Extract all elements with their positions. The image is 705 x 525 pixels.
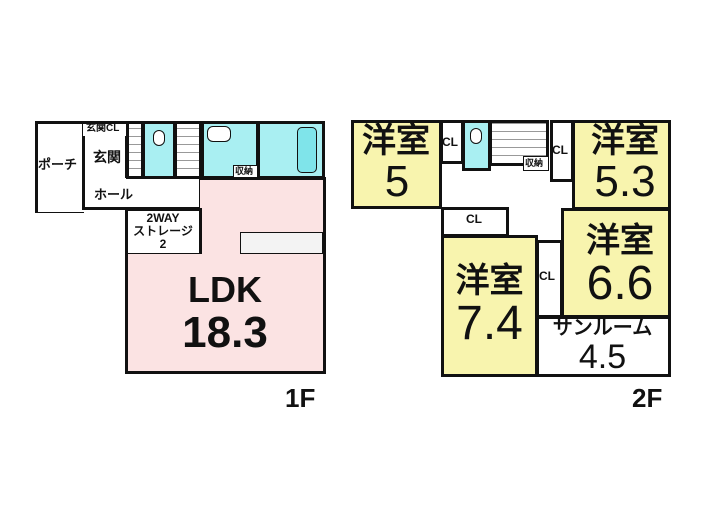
- room-7-4-size: 7.4: [456, 297, 523, 350]
- ldk: [125, 254, 326, 374]
- toilet-icon: [470, 128, 482, 144]
- entrance-closet-label: 玄関CL: [86, 123, 120, 134]
- stairs-2: [174, 121, 202, 179]
- storage-name: ストレージ: [133, 224, 193, 238]
- closet-2f-label: 収納: [525, 158, 544, 168]
- porch-label: ポーチ: [38, 157, 78, 172]
- closet-label: 収納: [235, 166, 254, 176]
- sunroom-label: サンルーム: [552, 317, 653, 339]
- storage-title: 2WAY: [146, 211, 180, 225]
- closet-3-label: CL: [466, 212, 482, 226]
- room-6-6-label: 洋室: [586, 222, 654, 260]
- entrance-label: 玄関: [93, 149, 121, 165]
- ldk-size: 18.3: [182, 308, 268, 357]
- toilet-icon: [153, 130, 165, 146]
- room-5-size: 5: [384, 157, 410, 206]
- closet-2-label: CL: [552, 143, 568, 157]
- sunroom-size: 4.5: [578, 338, 627, 376]
- closet-1-label: CL: [442, 135, 458, 149]
- western-room-5: [351, 120, 442, 209]
- floor-2-label: 2F: [632, 383, 663, 413]
- room-5-3-label: 洋室: [591, 122, 659, 160]
- hall-label: ホール: [94, 187, 134, 202]
- room-5-3-size: 5.3: [594, 157, 656, 206]
- porch: [35, 121, 84, 213]
- closet-4-label: CL: [539, 269, 555, 283]
- closet-3: [441, 207, 509, 237]
- room-7-4-label: 洋室: [455, 262, 524, 300]
- room-6-6-size: 6.6: [586, 257, 654, 310]
- sink-icon: [207, 126, 231, 142]
- floor-1-label: 1F: [285, 383, 316, 413]
- ldk-label: LDK: [188, 269, 262, 310]
- kitchen-counter: [240, 232, 323, 254]
- western-room-5-3: [572, 120, 671, 210]
- closet-2: [550, 120, 574, 182]
- bathtub-icon: [297, 127, 317, 173]
- room-5-label: 洋室: [362, 122, 430, 160]
- storage-size: 2: [159, 237, 167, 251]
- closet-2f: [523, 156, 549, 171]
- sunroom: [536, 316, 671, 377]
